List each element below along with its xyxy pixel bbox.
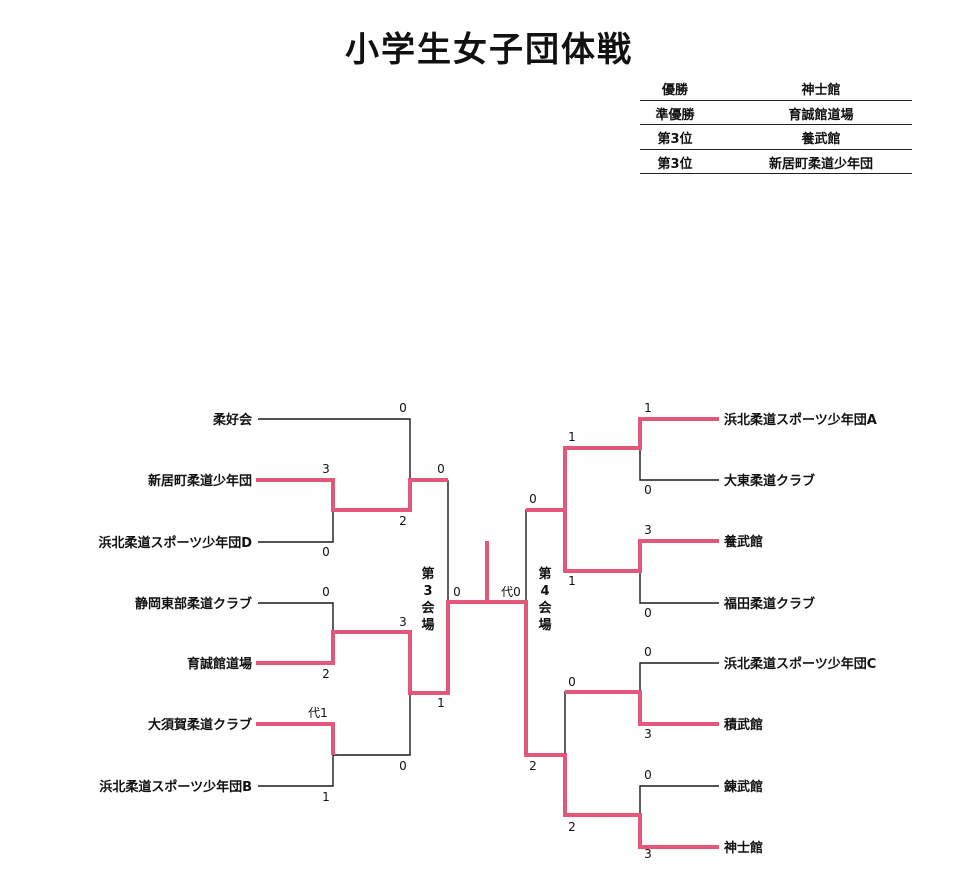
result-row-champion: 優勝 神士館 [640,76,912,101]
team-name-left: 柔好会 [212,412,253,428]
result-team: 神士館 [801,83,841,98]
line-right-r1-m1-loser [639,448,719,481]
left-bracket-lines [258,418,449,787]
team-name-left: 大須賀柔道クラブ [148,717,252,733]
venue-char: 場 [538,617,551,633]
score-label: 0 [399,401,407,415]
score-label: 3 [322,462,330,476]
team-name-right: 浜北柔道スポーツ少年団A [724,412,877,428]
team-name-right: 大東柔道クラブ [724,473,815,489]
right-team-names: 浜北柔道スポーツ少年団A 大東柔道クラブ 養武館 福田柔道クラブ 浜北柔道スポー… [723,412,877,856]
line-left-bye [258,418,411,481]
score-label: 2 [322,667,330,681]
venue-label-left: 第 3 会 場 [421,566,435,633]
bracket-scores: 0 3 2 0 0 0 3 2 1 代1 0 1 0 代0 1 0 1 0 3 … [308,401,652,861]
team-name-right: 神士館 [724,840,763,856]
score-label: 代1 [308,706,328,720]
winner-line-right-yobukan [563,510,719,573]
winner-line-left-finalist [256,600,487,695]
line-right-r1-m2-loser [639,571,719,604]
score-label: 2 [568,820,576,834]
left-team-names: 柔好会 新居町柔道少年団 浜北柔道スポーツ少年団D 静岡東部柔道クラブ 育誠館道… [98,412,253,795]
line-right-r2-m2-upper [564,691,640,755]
winner-line-right-sekibukan [565,690,719,726]
team-name-right: 錬武館 [724,779,763,795]
score-label: 1 [644,401,652,415]
score-label: 1 [568,430,576,444]
score-label: 0 [644,645,652,659]
right-bracket-lines [525,447,719,815]
result-row-third-2: 第3位 新居町柔道少年団 [640,150,912,174]
score-label: 0 [644,483,652,497]
score-label: 3 [644,727,652,741]
score-label: 0 [437,462,445,476]
result-row-third-1: 第3位 養武館 [640,125,912,150]
left-winner-path [256,478,487,755]
team-name-left: 新居町柔道少年団 [148,473,252,489]
team-name-left: 浜北柔道スポーツ少年団D [98,535,252,551]
result-team: 育誠館道場 [788,107,854,123]
team-name-right: 福田柔道クラブ [723,596,815,612]
results-table: 優勝 神士館 準優勝 育誠館道場 第3位 養武館 第3位 新居町柔道少年団 [640,76,912,174]
result-rank: 第3位 [657,156,693,172]
result-rank: 優勝 [661,83,688,98]
score-label: 2 [399,514,407,528]
page-title: 小学生女子団体戦 [345,30,633,70]
venue-char: 会 [421,600,435,616]
line-right-r2-m1-upper [564,447,640,510]
score-label: 0 [453,585,461,599]
team-name-left: 静岡東部柔道クラブ [135,596,252,612]
score-label: 0 [322,545,330,559]
score-label: 0 [529,492,537,506]
score-label: 0 [568,675,576,689]
score-label: 0 [322,585,330,599]
line-left-r1-m1-loser [258,510,334,543]
score-label: 3 [644,847,652,861]
team-name-right: 養武館 [723,534,763,550]
line-left-r1-m3-loser [258,755,334,787]
line-left-r1-m2-loser [258,602,334,632]
team-name-left: 浜北柔道スポーツ少年団B [99,779,252,795]
result-rank: 準優勝 [655,107,695,123]
venue-char: 3 [423,584,432,599]
venue-char: 第 [421,566,434,582]
score-label: 0 [644,606,652,620]
score-label: 3 [399,615,407,629]
score-label: 1 [322,790,330,804]
winner-line-left-top [256,478,448,512]
line-left-r2-m2-loser [333,693,411,756]
venue-char: 第 [538,566,551,582]
result-team: 新居町柔道少年団 [768,156,873,172]
score-label: 0 [399,759,407,773]
team-name-right: 浜北柔道スポーツ少年団C [724,656,876,672]
line-right-r1-m4-loser [639,785,719,815]
team-name-right: 積武館 [723,717,763,733]
venue-char: 4 [540,584,549,599]
result-row-runner-up: 準優勝 育誠館道場 [640,101,912,125]
venue-char: 会 [538,600,552,616]
score-label: 3 [644,523,652,537]
result-team: 養武館 [801,132,841,147]
score-label: 0 [644,768,652,782]
score-label: 代0 [501,585,521,599]
venue-label-right: 第 4 会 場 [538,566,552,633]
score-label: 2 [529,759,537,773]
venue-char: 場 [421,617,434,633]
winner-line-right-a [526,417,719,512]
score-label: 1 [437,696,445,710]
result-rank: 第3位 [657,132,693,147]
right-winner-path [485,417,719,849]
winner-line-right-champion [487,600,719,849]
line-right-r1-m3-loser [639,662,719,692]
score-label: 1 [568,574,576,588]
winner-line-left-r1-m3 [256,722,335,755]
team-name-left: 育誠館道場 [187,656,252,672]
